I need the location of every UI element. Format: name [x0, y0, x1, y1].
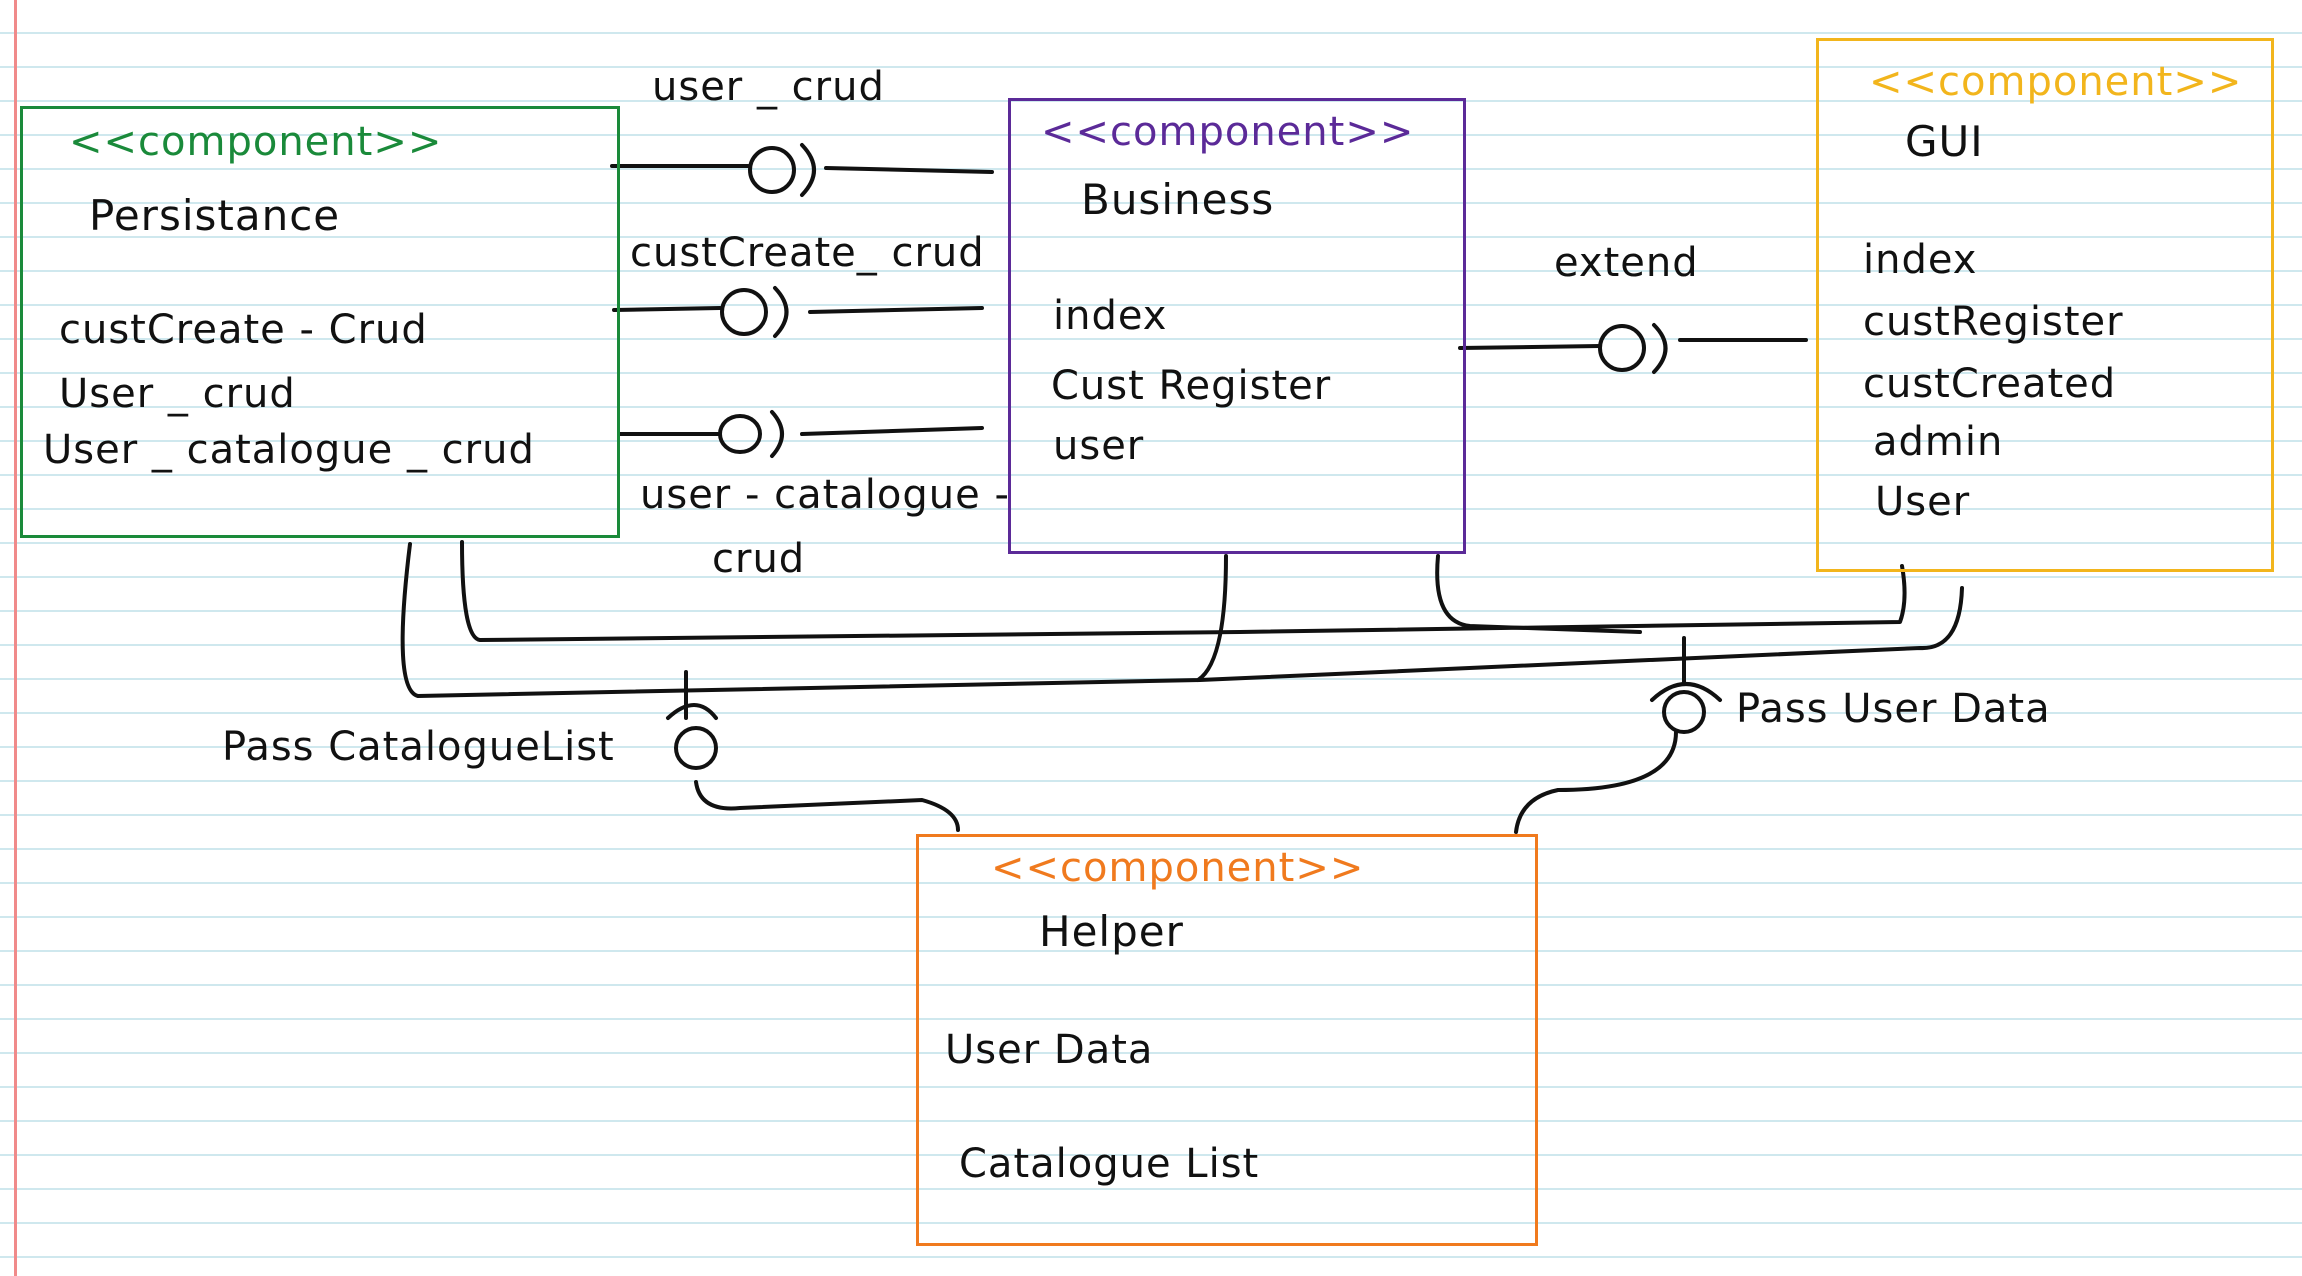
- stereotype-label: <<component>>: [69, 119, 443, 165]
- stereotype-label: <<component>>: [1869, 59, 2243, 105]
- label-user-catalogue-crud-2: crud: [712, 536, 806, 582]
- socket-userdata: [1662, 690, 1706, 734]
- margin-line: [14, 0, 17, 1276]
- item: Cust Register: [1051, 363, 1332, 409]
- component-name: Business: [1081, 175, 1275, 224]
- component-business: <<component>> Business index Cust Regist…: [1008, 98, 1466, 554]
- interface-user-catalogue-crud: [618, 410, 984, 458]
- item: index: [1863, 237, 1978, 283]
- item: admin: [1873, 419, 2004, 465]
- interface-user-crud: [610, 143, 994, 197]
- label-pass-catalogue-list: Pass CatalogueList: [222, 724, 615, 770]
- label-pass-user-data: Pass User Data: [1736, 686, 2051, 732]
- bus-upper: [460, 540, 1907, 642]
- item: User _ catalogue _ crud: [43, 427, 535, 473]
- component-persistance: <<component>> Persistance custCreate - C…: [20, 106, 620, 538]
- label-extend: extend: [1554, 240, 1699, 286]
- item: custCreate - Crud: [59, 307, 428, 353]
- interface-custcreate-crud: [612, 286, 984, 338]
- socket-catalogue: [674, 726, 718, 770]
- label-user-crud: user _ crud: [652, 64, 885, 110]
- item: User Data: [945, 1027, 1154, 1073]
- item: user: [1053, 423, 1145, 469]
- interface-extend: [1458, 323, 1808, 374]
- bus-business-left: [1196, 554, 1228, 682]
- component-name: Persistance: [89, 191, 341, 240]
- component-name: Helper: [1039, 907, 1184, 956]
- bus-business-right: [1435, 554, 1642, 634]
- bus-lower: [400, 542, 1964, 698]
- item: index: [1053, 293, 1168, 339]
- item: User: [1875, 479, 1971, 525]
- stereotype-label: <<component>>: [991, 845, 1365, 891]
- label-user-catalogue-crud: user - catalogue -: [640, 472, 1010, 518]
- component-gui: <<component>> GUI index custRegister cus…: [1816, 38, 2274, 572]
- item: custRegister: [1863, 299, 2124, 345]
- component-helper: <<component>> Helper User Data Catalogue…: [916, 834, 1538, 1246]
- item: custCreated: [1863, 361, 2117, 407]
- item: User _ crud: [59, 371, 296, 417]
- item: Catalogue List: [959, 1141, 1260, 1187]
- stereotype-label: <<component>>: [1041, 109, 1415, 155]
- label-custcreate-crud: custCreate_ crud: [630, 230, 985, 276]
- component-name: GUI: [1905, 117, 1984, 166]
